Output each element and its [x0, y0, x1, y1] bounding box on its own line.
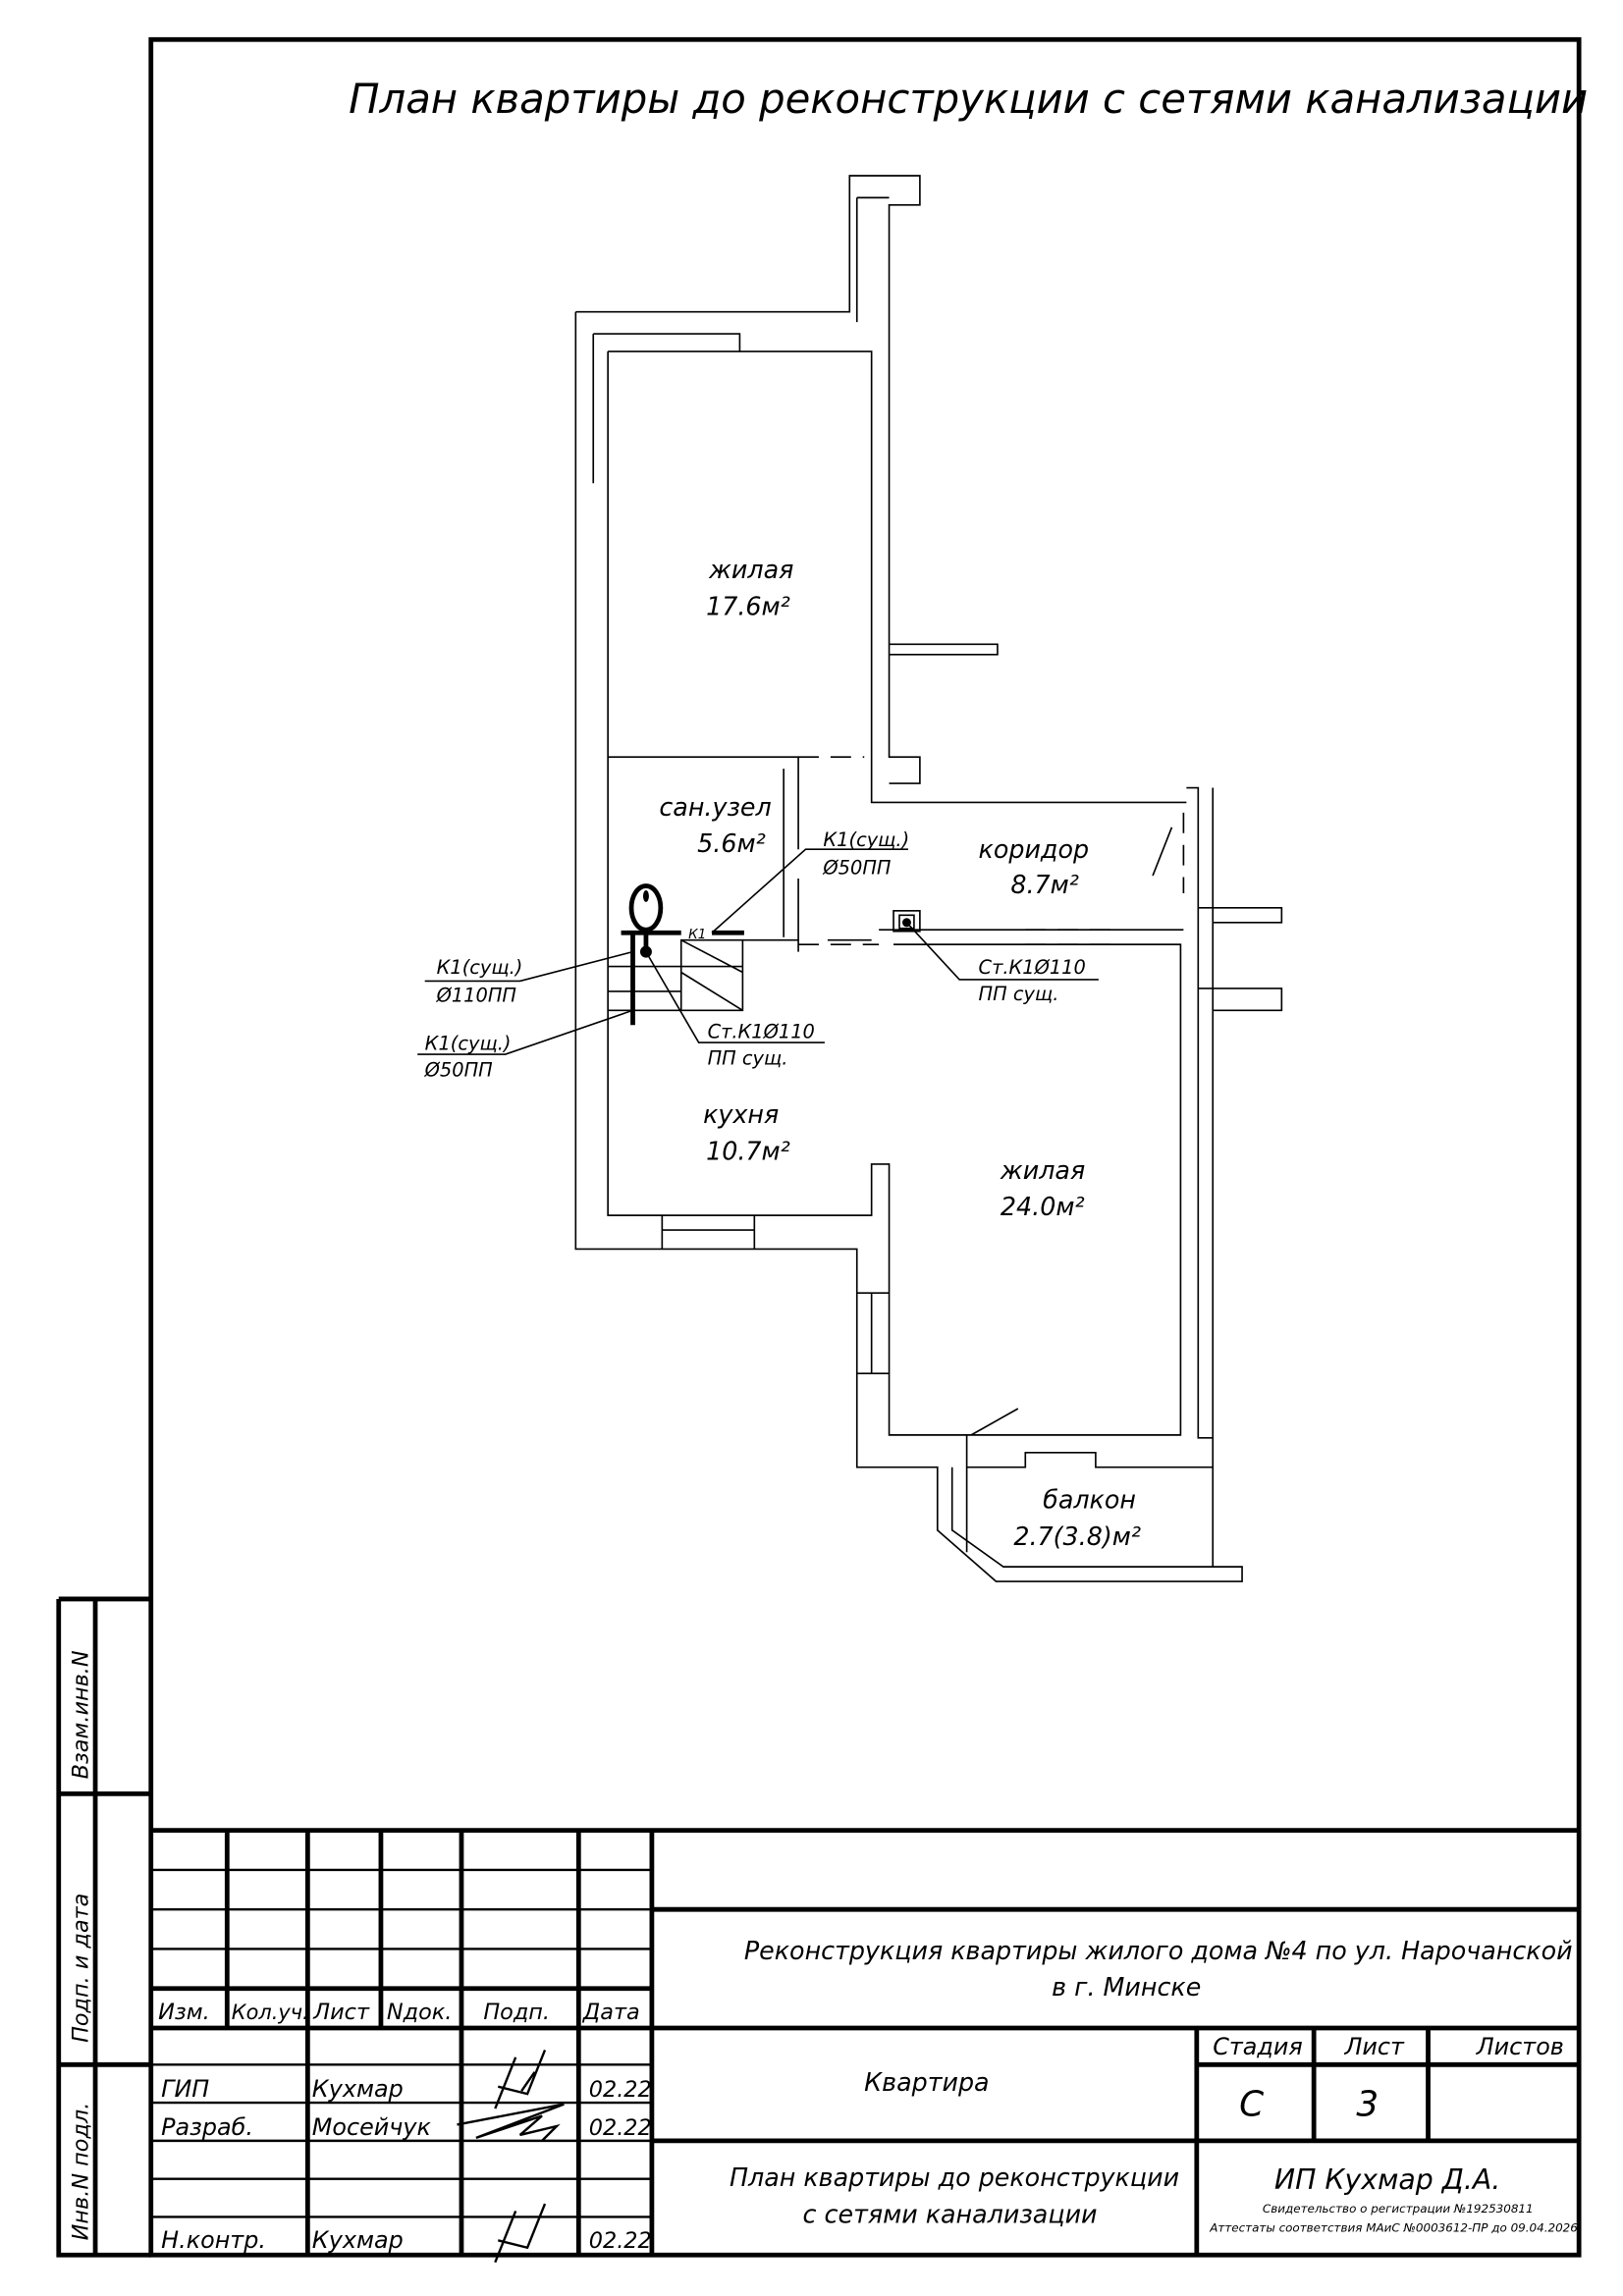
room-labels: жилая 17.6м² сан.узел 5.6м² коридор 8.7м…: [659, 555, 1141, 1551]
signature: [494, 2203, 547, 2264]
signer-role: Разраб.: [161, 2113, 253, 2141]
room-area: 17.6м²: [706, 592, 790, 621]
sheet-frame: [148, 36, 1582, 2258]
signer-name: Кухмар: [312, 2226, 404, 2254]
signer-name: Кухмар: [312, 2075, 404, 2103]
annotation-text: Ø110ПП: [436, 984, 517, 1006]
annotation-leaders: [417, 848, 1099, 1055]
room-area: 5.6м²: [697, 828, 766, 858]
side-vzam-label: Взам.инв.N: [69, 1650, 94, 1779]
annotation-text: Ст.К1Ø110: [979, 956, 1086, 979]
sheet-value: 3: [1356, 2085, 1379, 2125]
signer-date: 02.22: [589, 2077, 652, 2103]
room-name: жилая: [708, 555, 793, 584]
header-izm: Изм.: [158, 2000, 210, 2025]
registration-text: Свидетельство о регистрации №192530811: [1263, 2202, 1534, 2216]
object-name: Квартира: [864, 2067, 989, 2097]
sewer-network: К1: [621, 883, 744, 1026]
room-name: балкон: [1043, 1484, 1136, 1514]
stage-label: Стадия: [1213, 2033, 1303, 2060]
signer-role: ГИП: [161, 2075, 209, 2103]
signer-date: 02.22: [589, 2115, 652, 2141]
annotation-text: К1(сущ.): [425, 1033, 512, 1055]
header-list: Лист: [312, 2000, 370, 2025]
signer-date: 02.22: [589, 2228, 652, 2254]
company-name: ИП Кухмар Д.А.: [1274, 2163, 1500, 2196]
annotation-text: ПП сущ.: [708, 1046, 788, 1069]
room-name: кухня: [703, 1099, 779, 1129]
room-area: 10.7м²: [706, 1136, 790, 1165]
pipe-label-k1: К1: [688, 928, 706, 942]
sheet-title-line1: План квартиры до реконструкции: [730, 2163, 1179, 2192]
drawing-title: План квартиры до реконструкции с сетями …: [349, 75, 1588, 123]
sheets-label: Листов: [1476, 2033, 1564, 2060]
stage-value: С: [1239, 2085, 1264, 2125]
room-name: жилая: [1000, 1155, 1085, 1185]
sheet-title-line2: с сетями канализации: [803, 2199, 1098, 2228]
annotation-text: Ø50ПП: [822, 857, 891, 880]
annotation-text: К1(сущ.): [823, 828, 909, 851]
side-inv-label: Инв.N подл.: [69, 2103, 94, 2241]
room-area: 8.7м²: [1010, 870, 1079, 899]
room-name: коридор: [979, 834, 1090, 864]
annotation-texts: К1(сущ.) Ø50ПП К1(сущ.) Ø110ПП К1(сущ.) …: [424, 828, 1086, 1081]
title-block: Изм. Кол.уч. Лист Nдок. Подп. Дата ГИП К…: [150, 1828, 1580, 2264]
room-area: 2.7(3.8)м²: [1013, 1522, 1141, 1551]
project-title-line2: в г. Минске: [1052, 1972, 1201, 2002]
header-data: Дата: [582, 2000, 640, 2025]
signer-role: Н.контр.: [161, 2226, 266, 2254]
side-podp-label: Подп. и дата: [69, 1894, 94, 2043]
side-stamp: Взам.инв.N Подп. и дата Инв.N подл.: [56, 1596, 151, 2258]
annotation-text: ПП сущ.: [979, 983, 1059, 1005]
signer-name: Мосейчук: [312, 2113, 432, 2141]
project-title-line1: Реконструкция квартиры жилого дома №4 по…: [744, 1936, 1573, 1965]
signature: [457, 2103, 565, 2142]
signature: [494, 2049, 547, 2109]
floor-plan: [574, 175, 1283, 1582]
header-kol: Кол.уч.: [232, 2001, 309, 2024]
annotation-text: Ст.К1Ø110: [708, 1021, 815, 1043]
attestation-text: Аттестаты соответствия МАиС №0003612-ПР …: [1209, 2220, 1578, 2234]
header-ndok: Nдок.: [387, 2000, 452, 2025]
annotation-text: К1(сущ.): [437, 956, 523, 979]
header-podp: Подп.: [483, 2000, 550, 2025]
sheet-label: Лист: [1343, 2033, 1405, 2060]
room-area: 24.0м²: [1001, 1192, 1085, 1221]
room-name: сан.узел: [659, 792, 771, 822]
annotation-text: Ø50ПП: [424, 1058, 493, 1081]
